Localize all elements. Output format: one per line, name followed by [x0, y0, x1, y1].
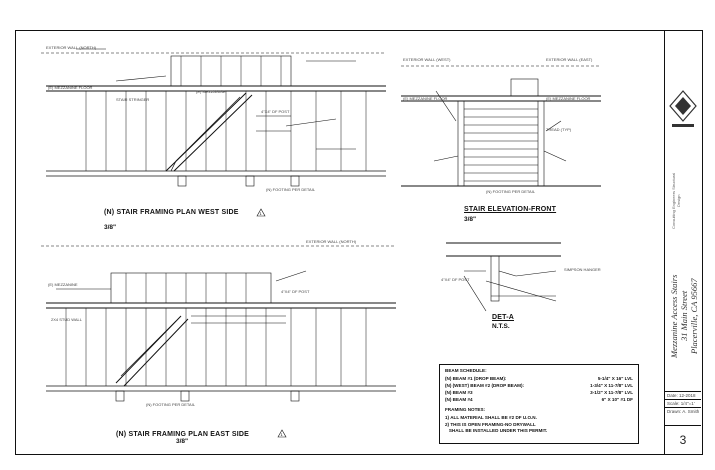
label-ext-wall-north: EXTERIOR WALL (NORTH): [46, 45, 97, 50]
label-footing-east: (N) FOOTING PER DETAIL: [146, 402, 196, 407]
beam-schedule-heading: BEAM SCHEDULE:: [445, 368, 487, 373]
rev-tag-east: 1: [281, 432, 284, 437]
label-footing-front: (N) FOOTING PER DETAIL: [486, 189, 536, 194]
project-info: Mezzanine Access Stairs 31 Main Street P…: [669, 274, 699, 358]
sheet-number: 3: [665, 425, 701, 454]
label-mezz-front: (E) MEZZANINE FLOOR: [403, 96, 448, 101]
rev-tag-west: 1: [260, 211, 263, 216]
firm-name: Consulting Engineers Structural Design: [671, 172, 681, 230]
scale-west-plan: 3/8": [104, 224, 117, 231]
label-detail-post: 4"X4" DF POST: [441, 277, 470, 282]
drawing-sheet: EXTERIOR WALL (NORTH) (E) MEZZANINE FLOO…: [15, 30, 703, 455]
title-east-plan: (N) STAIR FRAMING PLAN EAST SIDE: [116, 431, 250, 438]
title-block-info: Date: 12-2018 Scale: 1/4"=1' Drawn: A. S…: [665, 391, 701, 414]
drawing-area: EXTERIOR WALL (NORTH) (E) MEZZANINE FLOO…: [16, 31, 666, 454]
label-ext-wall-east: EXTERIOR WALL (EAST): [546, 57, 593, 62]
label-post-west: 4"X4" DF POST: [261, 109, 290, 114]
title-west-plan: (N) STAIR FRAMING PLAN WEST SIDE: [104, 209, 239, 216]
notes-box: BEAM SCHEDULE: (N) BEAM #1 (DROP BEAM):5…: [439, 364, 639, 444]
label-mezz-east: (E) MEZZANINE: [48, 282, 78, 287]
framing-notes-heading: FRAMING NOTES:: [445, 407, 486, 412]
label-stair-stringer: STAIR STRINGER: [116, 97, 149, 102]
title-detail-a: DET-A: [492, 314, 514, 321]
beam-row: (N) BEAM #1 (DROP BEAM):5-1/4" X 16" LVL: [445, 376, 633, 381]
label-ext-wall-west: EXTERIOR WALL (WEST): [403, 57, 451, 62]
label-footing-west: (N) FOOTING PER DETAIL: [266, 187, 316, 192]
framing-note: 1) ALL MATERIAL SHALL BE #2 DF U.O.N.: [445, 415, 537, 420]
company-logo-icon: [669, 90, 697, 127]
framing-drawings: EXTERIOR WALL (NORTH) (E) MEZZANINE FLOO…: [41, 45, 601, 438]
title-block: Consulting Engineers Structural Design M…: [664, 31, 702, 454]
beam-row: (N) (WEST) BEAM #2 (DROP BEAM):1-3/4" X …: [445, 383, 633, 388]
framing-note: 2) THIS IS OPEN FRAMING-NO DRYWALL: [445, 421, 536, 427]
scale-east-plan: 3/8": [176, 438, 189, 445]
label-ext-wall-north-east: EXTERIOR WALL (NORTH): [306, 239, 357, 244]
label-mezz-top: (E) MEZZANINE: [196, 89, 226, 94]
label-tread: TREAD (TYP): [546, 127, 572, 132]
label-mezz-front-right: (E) MEZZANINE FLOOR: [546, 96, 591, 101]
label-post-east: 4"X4" DF POST: [281, 289, 310, 294]
scale-detail-a: N.T.S.: [492, 323, 510, 330]
label-mezz-west: (E) MEZZANINE FLOOR: [48, 85, 93, 90]
label-stud-wall: 2X4 STUD WALL: [51, 317, 83, 322]
label-detail-hanger: SIMPSON HANGER: [564, 267, 601, 272]
title-front-elevation: STAIR ELEVATION-FRONT: [464, 206, 557, 213]
framing-note: SHALL BE INSTALLED UNDER THIS PERMIT.: [445, 428, 548, 433]
scale-front-elevation: 3/8": [464, 216, 477, 223]
